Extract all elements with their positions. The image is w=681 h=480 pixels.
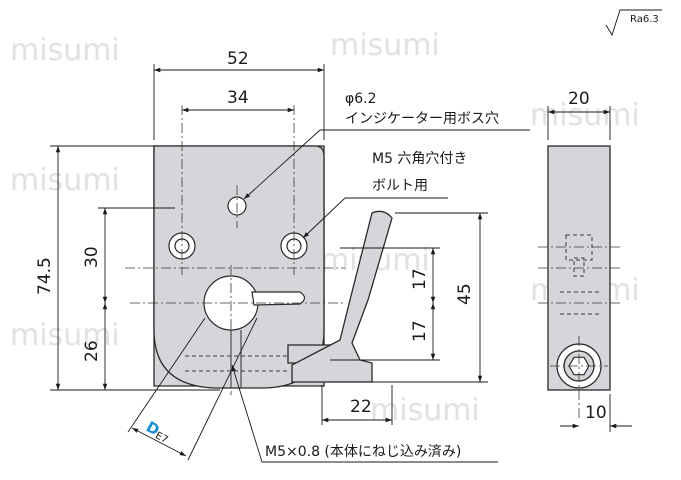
- svg-text:17: 17: [410, 320, 430, 342]
- dim-lever-width: 22: [321, 385, 393, 425]
- dim-hole-pitch: 34: [182, 88, 294, 113]
- svg-text:45: 45: [455, 283, 475, 305]
- svg-text:20: 20: [568, 89, 590, 109]
- svg-text:ボルト用: ボルト用: [372, 178, 428, 194]
- note-screw: M5×0.8 (本体にねじ込み済み): [231, 364, 498, 463]
- svg-text:M5×0.8 (本体にねじ込み済み): M5×0.8 (本体にねじ込み済み): [265, 444, 461, 460]
- svg-text:22: 22: [350, 397, 372, 417]
- dim-side-width: 20: [547, 89, 611, 140]
- svg-text:インジケーター用ボス穴: インジケーター用ボス穴: [345, 111, 499, 127]
- roughness-label: Ra6.3: [630, 14, 659, 25]
- watermark-text: misumi: [10, 318, 120, 353]
- dim-bore-height: 26: [82, 303, 108, 390]
- watermark-text: misumi: [370, 393, 480, 428]
- clamp-lever: [291, 210, 393, 383]
- watermark-text: misumi: [10, 33, 120, 68]
- svg-text:52: 52: [227, 49, 249, 69]
- dim-height-overall: 74.5: [35, 145, 220, 391]
- relief-slot: [251, 291, 306, 306]
- svg-text:34: 34: [227, 88, 249, 108]
- svg-text:M5 六角穴付き: M5 六角穴付き: [372, 151, 467, 167]
- svg-text:26: 26: [82, 340, 102, 362]
- dim-bore-diameter: D E7: [127, 317, 258, 461]
- dim-width-overall: 52: [153, 49, 325, 140]
- svg-text:74.5: 74.5: [35, 257, 55, 295]
- svg-text:10: 10: [585, 403, 607, 423]
- watermark-text: misumi: [330, 28, 440, 63]
- dim-side-screw: 10: [560, 394, 632, 432]
- dim-lever-height: 17 17 45: [330, 212, 488, 383]
- watermark-text: misumi: [10, 163, 120, 198]
- svg-text:30: 30: [82, 246, 102, 268]
- side-view: [538, 145, 620, 420]
- bore-tolerance: E7: [153, 430, 169, 446]
- note-indicator-hole: φ6.2 インジケーター用ボス穴: [243, 91, 530, 200]
- svg-text:17: 17: [410, 268, 430, 290]
- svg-text:φ6.2: φ6.2: [345, 91, 377, 107]
- dim-hole-height: 30: [82, 207, 175, 303]
- front-view: [125, 105, 393, 395]
- roughness-symbol: Ra6.3: [605, 9, 662, 37]
- note-bolt-holes: M5 六角穴付き ボルト用: [302, 151, 467, 239]
